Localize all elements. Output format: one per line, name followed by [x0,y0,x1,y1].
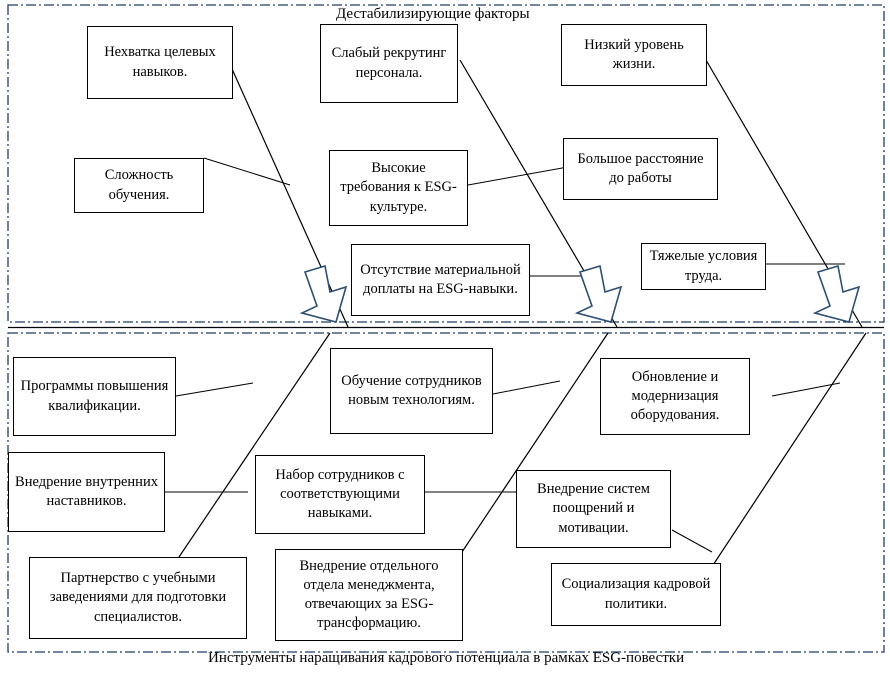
instrument-box-vnedrenie-nastavnikov-label: Внедрение внутренних наставников. [15,473,158,509]
factor-box-slozhnost-obucheniya-label: Сложность обучения. [104,167,174,203]
factor-box-slozhnost-obucheniya[interactable]: Сложность обучения. [74,158,204,213]
spine-arrow-2 [574,264,623,323]
instrument-box-vnedrenie-otdela-menedzhmenta-label: Внедрение отдельного отдела менеджмента,… [299,557,439,632]
instrument-box-vnedrenie-sistem-pooshchreniy[interactable]: Внедрение систем поощрений и мотивации. [516,470,671,548]
instrument-box-obnovlenie-oborudovaniya[interactable]: Обновление и модернизация оборудования. [600,358,750,435]
instrument-box-nabor-sotrudnikov-label: Набор сотрудников с соответствующими нав… [275,466,405,522]
factor-box-vysokie-trebovaniya[interactable]: Высокие требования к ESG-культуре. [329,150,468,226]
top-region-border [7,4,885,323]
instrument-box-vnedrenie-otdela-menedzhmenta[interactable]: Внедрение отдельного отдела менеджмента,… [275,549,463,641]
factor-box-slabyi-rekruting[interactable]: Слабый рекрутинг персонала. [320,24,458,103]
factor-box-bolshoe-rasstoyanie[interactable]: Большое расстояние до работы [563,138,718,200]
top-section-title: Дестабилизирующие факторы [336,6,530,22]
instrument-box-obuchenie-sotrudnikov-label: Обучение сотрудников новым технологиям. [341,372,482,408]
factor-box-nizkiy-uroven-zhizni[interactable]: Низкий уровень жизни. [561,24,707,86]
instrument-box-sotsializatsiya-politiki[interactable]: Социализация кадровой политики. [551,563,721,626]
bottom-section-title: Инструменты наращивания кадрового потенц… [208,650,685,666]
lower-leaf-lines [165,380,841,553]
factor-box-tyazhelye-usloviya-label: Тяжелые условия труда. [649,248,758,284]
instrument-box-vnedrenie-sistem-pooshchreniy-label: Внедрение систем поощрений и мотивации. [537,481,650,536]
factor-box-bolshoe-rasstoyanie-label: Большое расстояние до работы [577,150,704,186]
factor-box-vysokie-trebovaniya-label: Высокие требования к ESG-культуре. [340,160,457,215]
instrument-box-obuchenie-sotrudnikov[interactable]: Обучение сотрудников новым технологиям. [330,348,493,434]
spine-arrow-1 [299,264,348,323]
factor-box-nehvatka-navykov[interactable]: Нехватка целевых навыков. [87,26,233,99]
factor-box-nizkiy-uroven-zhizni-label: Низкий уровень жизни. [584,36,684,72]
instrument-box-vnedrenie-nastavnikov[interactable]: Внедрение внутренних наставников. [8,452,165,532]
instrument-box-sotsializatsiya-politiki-label: Социализация кадровой политики. [561,576,711,612]
instrument-box-partnerstvo-s-zavedeniyami[interactable]: Партнерство с учебными заведениями для п… [29,557,247,639]
factor-box-otsutstvie-doplaty-label: Отсутствие материальной доплаты на ESG-н… [360,261,521,297]
instrument-box-nabor-sotrudnikov[interactable]: Набор сотрудников с соответствующими нав… [255,455,425,534]
instrument-box-partnerstvo-s-zavedeniyami-label: Партнерство с учебными заведениями для п… [49,570,227,625]
instrument-box-obnovlenie-oborudovaniya-label: Обновление и модернизация оборудования. [630,368,720,424]
factor-box-nehvatka-navykov-label: Нехватка целевых навыков. [104,44,216,80]
factor-box-slabyi-rekruting-label: Слабый рекрутинг персонала. [331,45,447,81]
bottom-region-border [7,332,885,653]
instrument-box-programmy-povysheniya[interactable]: Программы повышения квалификации. [13,357,176,436]
factor-box-otsutstvie-doplaty[interactable]: Отсутствие материальной доплаты на ESG-н… [351,244,530,316]
spine-arrow-3 [812,264,861,323]
instrument-box-programmy-povysheniya-label: Программы повышения квалификации. [20,378,169,414]
factor-box-tyazhelye-usloviya[interactable]: Тяжелые условия труда. [641,243,766,290]
